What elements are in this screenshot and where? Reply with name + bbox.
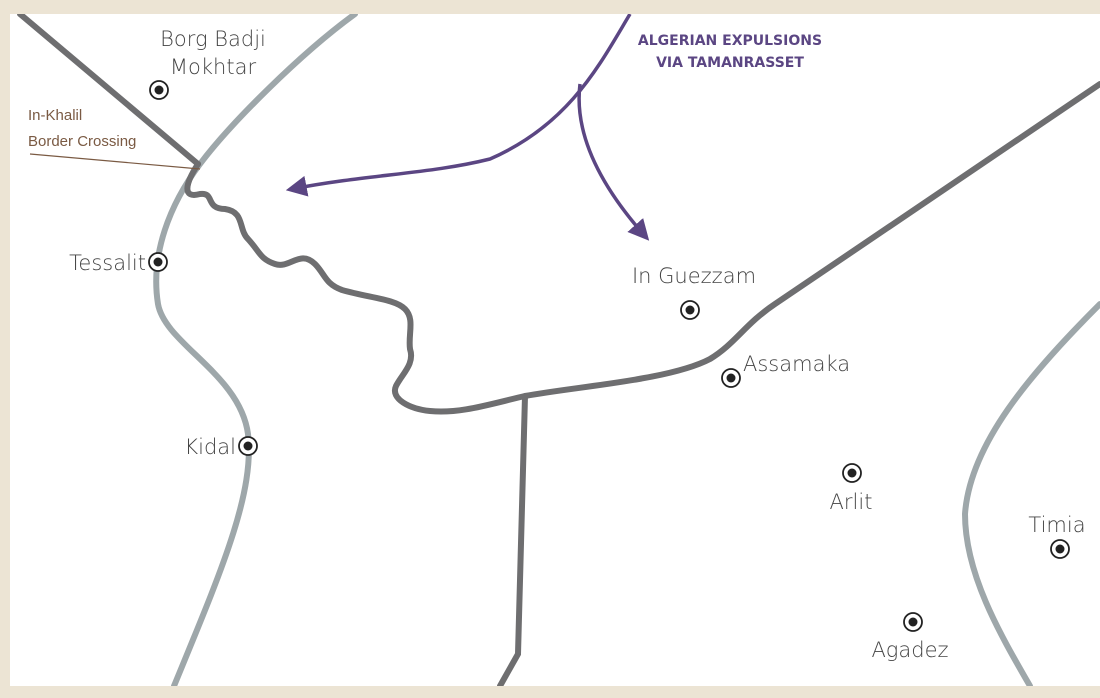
city-marker-icon: [238, 436, 258, 456]
city-label-mokhtar: Mokhtar: [170, 55, 257, 79]
route-label-line2: VIA TAMANRASSET: [656, 55, 804, 71]
city-marker-icon: [903, 612, 923, 632]
border-niger-east: [961, 301, 1100, 686]
city-label-in-guezzam: In Guezzam: [632, 264, 756, 288]
city-label-borg-badji: Borg Badji: [160, 27, 266, 51]
map-canvas: ALGERIAN EXPULSIONS VIA TAMANRASSET In-K…: [17, 14, 1100, 686]
border-mali-niger: [497, 393, 528, 686]
city-agadez: Agadez: [871, 612, 949, 662]
city-label-arlit: Arlit: [830, 490, 873, 514]
city-marker-icon: [148, 252, 168, 272]
border-mali-west: [153, 14, 358, 686]
city-tessalit: Tessalit: [69, 251, 168, 275]
callout-leader-line: [29, 153, 201, 170]
city-in-guezzam: In Guezzam: [632, 264, 756, 320]
city-timia: Timia: [1028, 513, 1086, 559]
city-marker-icon: [842, 463, 862, 483]
expulsion-route-west: [285, 14, 632, 197]
city-label-tessalit: Tessalit: [69, 251, 146, 275]
city-marker-icon: [1050, 539, 1070, 559]
border-algeria-south: [184, 81, 1100, 415]
city-marker-icon: [149, 80, 169, 100]
border-algeria-mali: [17, 14, 201, 167]
city-marker-icon: [680, 300, 700, 320]
callout-in-khalil-line2: Border Crossing: [28, 133, 136, 150]
city-arlit: Arlit: [830, 463, 873, 514]
city-marker-icon: [721, 368, 741, 388]
city-label-timia: Timia: [1028, 513, 1085, 537]
callout-in-khalil-line1: In-Khalil: [28, 107, 82, 124]
city-kidal: Kidal: [184, 435, 258, 459]
route-label-line1: ALGERIAN EXPULSIONS: [638, 33, 822, 49]
city-borg-badji-mokhtar: Borg Badji Mokhtar: [149, 27, 266, 100]
city-label-kidal: Kidal: [184, 435, 236, 459]
map-frame: ALGERIAN EXPULSIONS VIA TAMANRASSET In-K…: [10, 14, 1100, 686]
city-label-agadez: Agadez: [871, 638, 948, 662]
expulsion-route-south: [577, 83, 650, 241]
city-label-assamaka: Assamaka: [743, 352, 850, 376]
city-assamaka: Assamaka: [721, 352, 850, 388]
